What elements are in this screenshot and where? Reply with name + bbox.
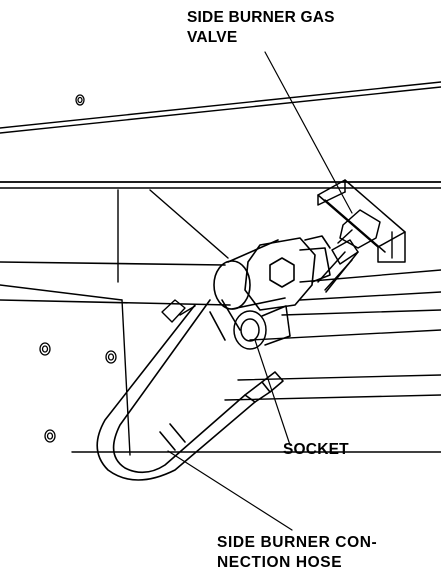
hex-nut-icon	[269, 257, 295, 288]
leader-valve	[264, 51, 353, 214]
bolt-icon	[105, 350, 117, 364]
label-socket: SOCKET	[283, 441, 349, 458]
bolt-icon	[39, 342, 51, 356]
label-valve-line1: SIDE BURNER GAS	[187, 9, 335, 26]
bolt-icon	[44, 429, 56, 443]
label-hose-line1: SIDE BURNER CON-	[217, 534, 378, 551]
panel-bolts	[39, 94, 117, 443]
socket-fitting	[233, 305, 291, 350]
valve-bracket	[317, 179, 406, 263]
label-valve-line2: VALVE	[187, 29, 238, 46]
leader-socket	[254, 339, 291, 446]
manifold-tube	[0, 235, 331, 311]
gas-valve-fitting	[317, 209, 381, 293]
label-side-burner-connection-hose: SIDE BURNER CON- NECTION HOSE	[217, 533, 377, 573]
grill-body	[0, 81, 441, 456]
label-hose-line2: NECTION HOSE	[217, 554, 343, 571]
leader-lines	[167, 51, 353, 531]
label-side-burner-gas-valve: SIDE BURNER GAS VALVE	[187, 8, 335, 48]
bolt-icon	[75, 94, 85, 106]
leader-hose	[167, 450, 293, 531]
connection-hose	[96, 299, 284, 481]
